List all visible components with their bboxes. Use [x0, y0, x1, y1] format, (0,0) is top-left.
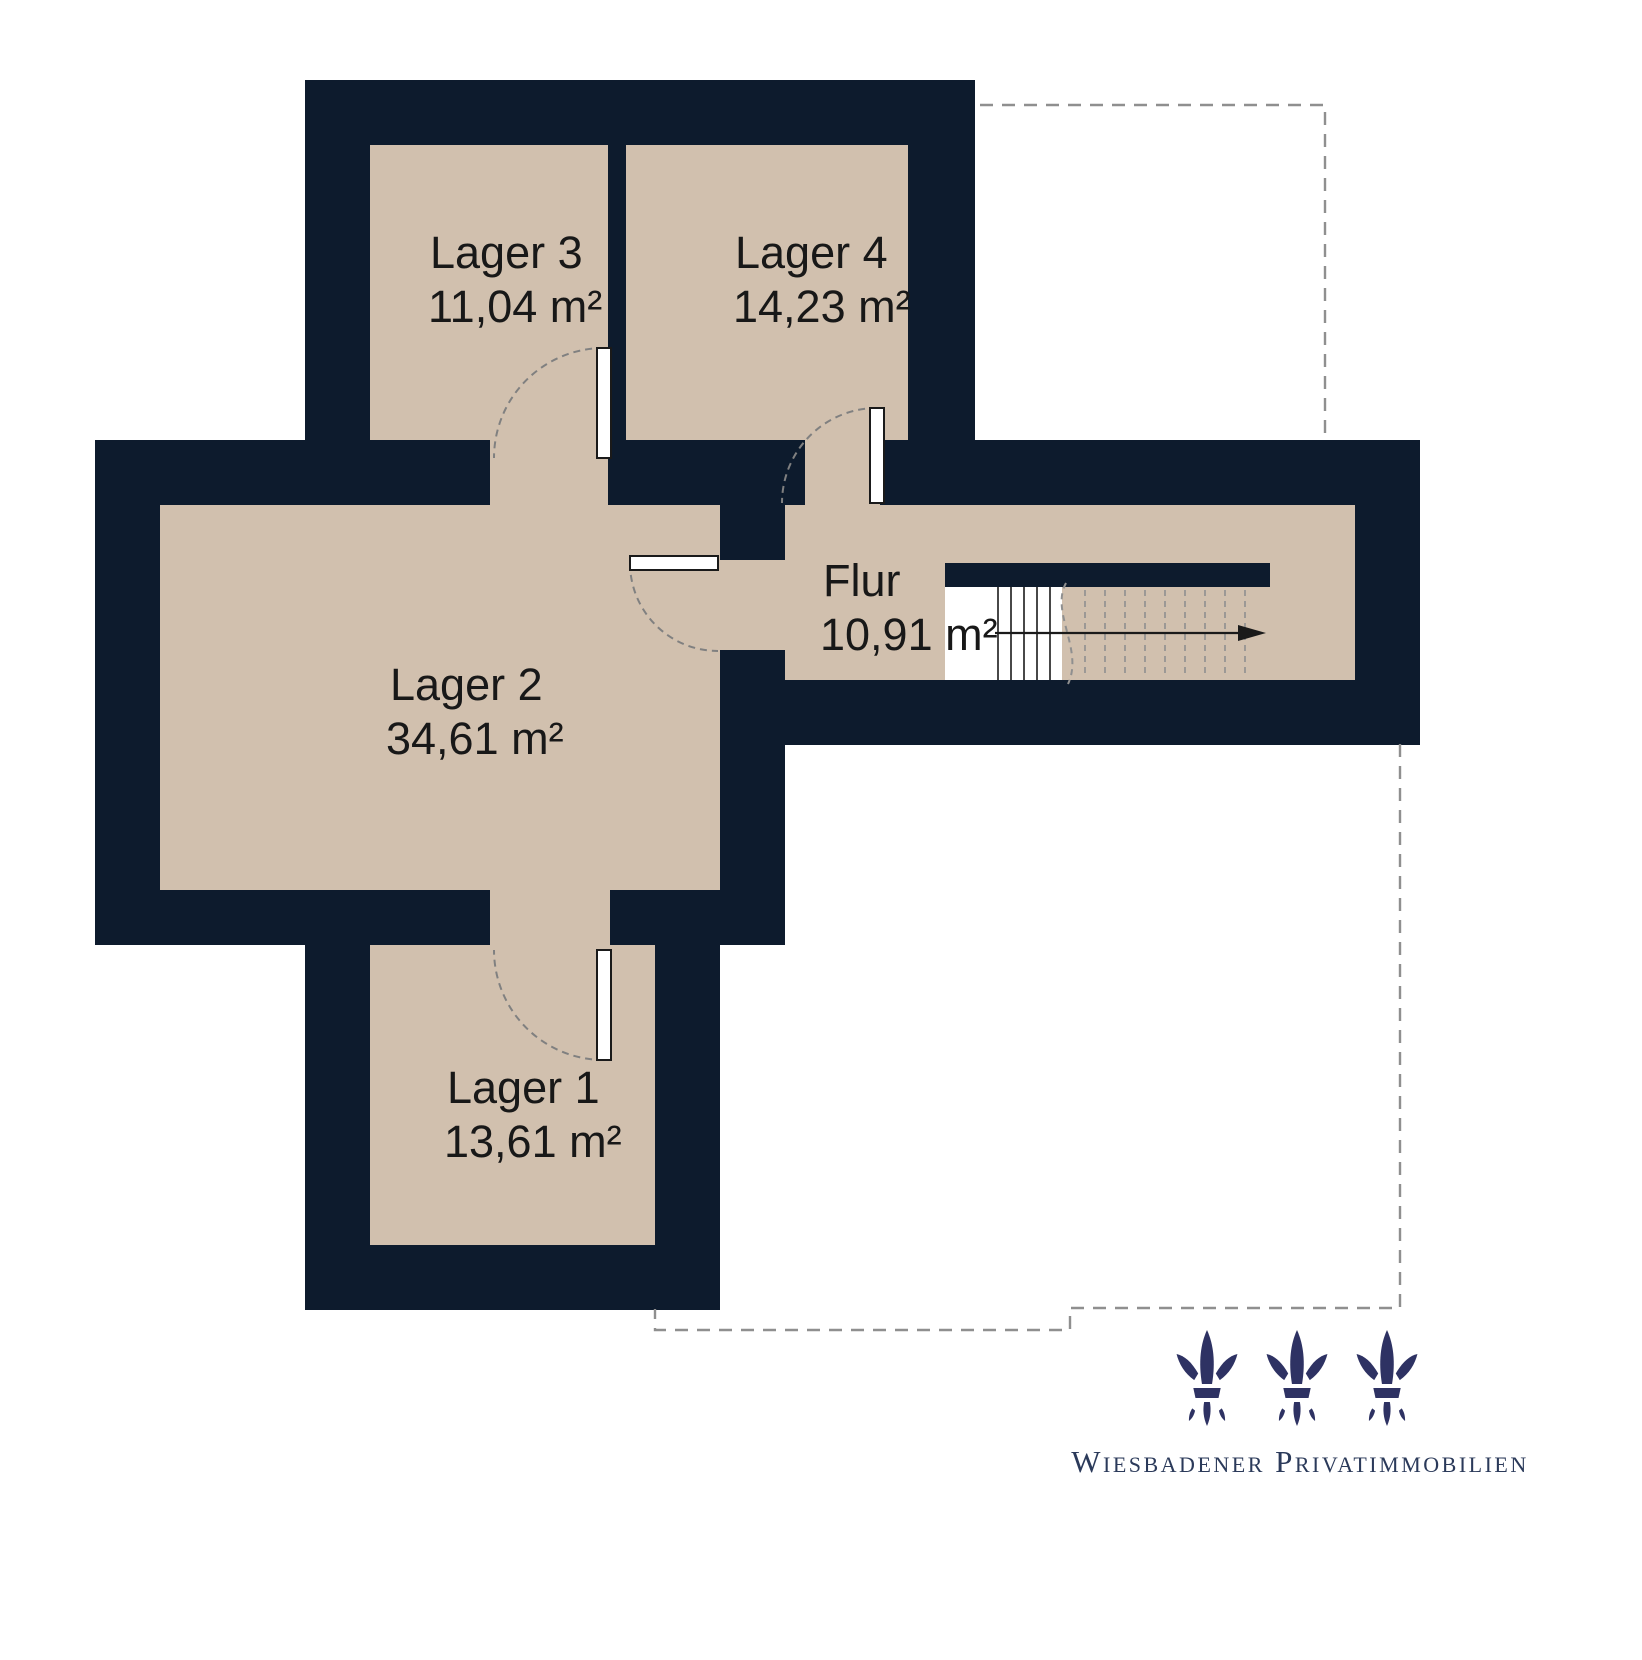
agency-logo: Wiesbadener Privatimmobilien: [1071, 1330, 1529, 1479]
logo-icons: [1173, 1330, 1421, 1426]
door-swing-arc: [781, 407, 878, 504]
stair-direction-arrowhead: [1238, 625, 1266, 641]
door-leaf: [869, 407, 885, 504]
fleur-de-lis-icon: [1263, 1330, 1331, 1426]
staircase: [945, 563, 1270, 685]
room-floor-lager-3: [370, 145, 608, 440]
door-swing-arc: [493, 347, 605, 459]
arrow-right-icon: [995, 625, 1266, 641]
stair-cut-line: [1060, 582, 1074, 685]
agency-name: Wiesbadener Privatimmobilien: [1071, 1444, 1529, 1479]
door-opening-lager-3: [490, 440, 608, 505]
stair-side-wall: [945, 563, 1270, 587]
door-leaf: [629, 555, 719, 571]
room-area-lager-1: 13,61 m²: [444, 1116, 622, 1167]
door-leaf: [596, 347, 612, 459]
door-swing-arc: [493, 949, 605, 1061]
fleur-de-lis-icon: [1353, 1330, 1421, 1426]
room-label-lager-4: Lager 4: [735, 227, 888, 278]
door-swing-arc: [629, 562, 719, 652]
room-area-lager-3: 11,04 m²: [428, 281, 602, 332]
room-floor-flur: [785, 505, 1355, 680]
room-area-flur: 10,91 m²: [820, 609, 998, 660]
room-label-lager-3: Lager 3: [430, 227, 583, 278]
doors: [493, 347, 885, 1061]
room-labels: Lager 3 11,04 m² Lager 4 14,23 m² Lager …: [386, 227, 998, 1167]
room-label-flur: Flur: [823, 555, 901, 606]
door-opening-lager-1: [490, 890, 610, 945]
room-floor-lager-4: [626, 145, 908, 440]
fleur-de-lis-icon: [1173, 1330, 1241, 1426]
room-floor-lager-2: [160, 505, 720, 890]
door-leaf: [596, 949, 612, 1061]
roof-outline-top: [980, 103, 1327, 441]
floors: [160, 145, 1355, 1245]
roof-outline-bottom: [653, 744, 1402, 1332]
room-label-lager-2: Lager 2: [390, 659, 543, 710]
room-area-lager-2: 34,61 m²: [386, 713, 564, 764]
room-area-lager-4: 14,23 m²: [733, 281, 911, 332]
door-opening-lager-4: [805, 440, 880, 505]
roof-outline: [653, 103, 1402, 1332]
door-opening-lager-2: [720, 560, 785, 650]
room-label-lager-1: Lager 1: [447, 1062, 600, 1113]
